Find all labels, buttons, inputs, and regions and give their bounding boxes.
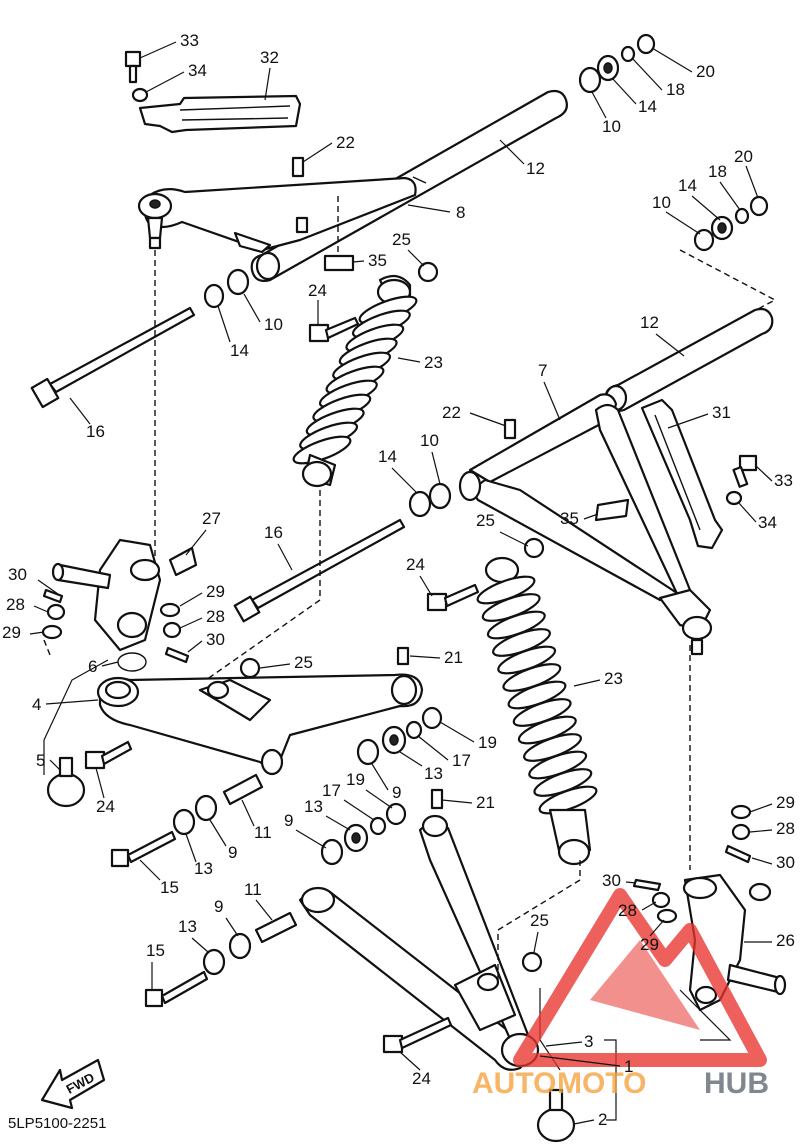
callout-30: 30 xyxy=(8,565,27,584)
callout-6: 6 xyxy=(88,657,97,676)
lower-bushings-middle xyxy=(110,706,444,1008)
automotohub-watermark: AUTO MOTO HUB xyxy=(472,888,769,1100)
callout-11: 11 xyxy=(254,823,272,842)
callout-24: 24 xyxy=(412,1069,431,1088)
upper-bushings-top xyxy=(578,33,656,94)
callout-29: 29 xyxy=(2,623,21,642)
knuckle-left xyxy=(41,538,198,672)
callout-30: 30 xyxy=(776,853,795,872)
callout-7: 7 xyxy=(538,361,547,380)
callout-24: 24 xyxy=(406,555,425,574)
callout-17: 17 xyxy=(452,751,471,770)
callout-9: 9 xyxy=(284,811,293,830)
callout-13: 13 xyxy=(194,859,213,878)
callout-25: 25 xyxy=(392,230,411,249)
callout-16: 16 xyxy=(264,523,283,542)
callout-18: 18 xyxy=(666,80,685,99)
callout-12: 12 xyxy=(526,159,545,178)
callout-19: 19 xyxy=(346,770,365,789)
shock-absorber-lower xyxy=(426,556,598,866)
lower-arm-right xyxy=(298,814,576,1143)
callout-21: 21 xyxy=(444,648,463,667)
upper-arm-right xyxy=(233,307,774,656)
callout-10: 10 xyxy=(420,431,439,450)
callout-13: 13 xyxy=(424,764,443,783)
callout-32: 32 xyxy=(260,48,279,67)
callout-15: 15 xyxy=(160,878,179,897)
fwd-arrow: FWD xyxy=(40,1058,106,1110)
callout-33: 33 xyxy=(774,471,793,490)
callout-19: 19 xyxy=(478,733,497,752)
callout-14: 14 xyxy=(230,341,249,360)
callout-24: 24 xyxy=(96,797,115,816)
callout-28: 28 xyxy=(6,595,25,614)
callout-30: 30 xyxy=(602,871,621,890)
callout-10: 10 xyxy=(652,193,671,212)
watermark-hub: HUB xyxy=(704,1067,769,1100)
callout-14: 14 xyxy=(638,97,657,116)
callout-9: 9 xyxy=(214,897,223,916)
callout-28: 28 xyxy=(206,607,225,626)
callout-25: 25 xyxy=(530,911,549,930)
callout-29: 29 xyxy=(640,935,659,954)
callout-8: 8 xyxy=(456,203,465,222)
spring-coil xyxy=(292,435,352,465)
callout-34: 34 xyxy=(188,61,207,80)
callout-9: 9 xyxy=(392,783,401,802)
callout-29: 29 xyxy=(206,582,225,601)
callout-14: 14 xyxy=(378,447,397,466)
spring-coil xyxy=(538,785,598,815)
callout-26: 26 xyxy=(776,931,795,950)
callout-28: 28 xyxy=(618,901,637,920)
callout-33: 33 xyxy=(180,31,199,50)
callout-21: 21 xyxy=(476,793,495,812)
callout-15: 15 xyxy=(146,941,165,960)
lower-arm-left xyxy=(46,646,424,808)
diagram-code: 5LP5100-2251 xyxy=(8,1115,106,1132)
callout-13: 13 xyxy=(178,917,197,936)
callout-29: 29 xyxy=(776,793,795,812)
callout-13: 13 xyxy=(304,797,323,816)
watermark-auto: AUTO xyxy=(472,1067,556,1100)
callout-10: 10 xyxy=(264,315,283,334)
callout-24: 24 xyxy=(308,281,327,300)
callout-11: 11 xyxy=(244,880,262,899)
watermark-moto: MOTO xyxy=(557,1067,646,1100)
callout-9: 9 xyxy=(228,843,237,862)
callout-14: 14 xyxy=(678,176,697,195)
callout-34: 34 xyxy=(758,513,777,532)
callout-28: 28 xyxy=(776,819,795,838)
callout-4: 4 xyxy=(32,695,41,714)
callout-18: 18 xyxy=(708,162,727,181)
shock-absorber-upper xyxy=(292,261,439,488)
callout-2: 2 xyxy=(598,1110,607,1129)
callout-1: 1 xyxy=(624,1057,633,1076)
callout-5: 5 xyxy=(36,751,45,770)
callout-22: 22 xyxy=(336,133,355,152)
callout-31: 31 xyxy=(712,403,731,422)
callout-10: 10 xyxy=(602,117,621,136)
callout-3: 3 xyxy=(584,1032,593,1051)
callout-23: 23 xyxy=(424,353,443,372)
callout-35: 35 xyxy=(368,251,387,270)
callout-27: 27 xyxy=(202,509,221,528)
callout-30: 30 xyxy=(206,630,225,649)
callout-25: 25 xyxy=(476,511,495,530)
callout-23: 23 xyxy=(604,669,623,688)
assembly-lines xyxy=(43,249,777,1121)
callout-22: 22 xyxy=(442,403,461,422)
callout-20: 20 xyxy=(696,62,715,81)
callout-35: 35 xyxy=(560,509,579,528)
upper-bushings-right xyxy=(693,195,769,252)
callout-20: 20 xyxy=(734,147,753,166)
upper-arm-left xyxy=(124,50,568,282)
callout-17: 17 xyxy=(322,781,341,800)
callout-labels: 33 34 32 20 18 14 10 22 12 8 20 18 14 10… xyxy=(2,31,795,1129)
callout-25: 25 xyxy=(294,653,313,672)
callout-16: 16 xyxy=(86,422,105,441)
upper-bushings-left xyxy=(30,196,355,409)
callout-12: 12 xyxy=(640,313,659,332)
